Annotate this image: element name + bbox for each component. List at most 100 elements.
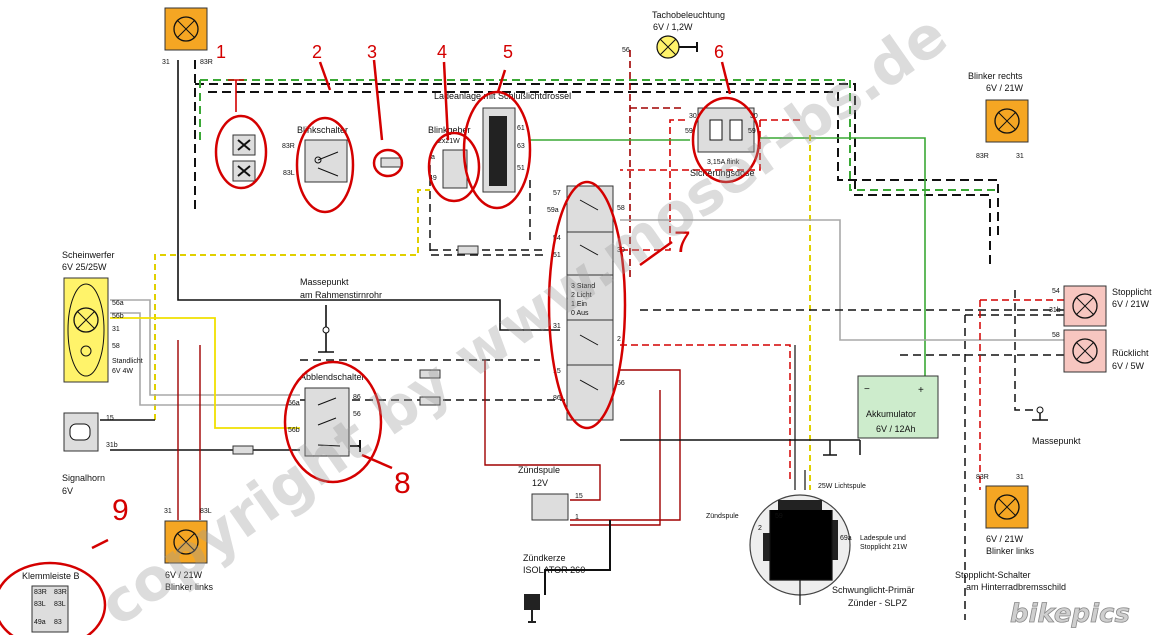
svg-text:am Rahmenstirnrohr: am Rahmenstirnrohr [300,290,382,300]
zuendspule-title: Zündspule [518,465,560,475]
lichtmaschine-title: Schwunglicht-Primär [832,585,915,595]
annotation-1: 1 [216,42,226,62]
svg-text:83: 83 [54,619,62,626]
svg-text:ISOLATOR 260: ISOLATOR 260 [523,565,585,575]
blinker-front-right: 31 83R [162,7,213,66]
svg-text:15: 15 [106,415,114,422]
svg-text:86: 86 [553,395,561,402]
svg-text:6V / 21W: 6V / 21W [1112,299,1150,309]
svg-text:15: 15 [553,368,561,375]
tacho-lamp: Tachobeleuchtung 6V / 1,2W 56 [622,10,725,59]
annotation-7: 7 [674,226,691,259]
wire-black-left [177,60,560,331]
blinkschalter: Blinkschalter 83R 83L [282,125,348,183]
svg-text:Stopplicht-Schalter: Stopplicht-Schalter [955,570,1031,580]
stopplicht-schalter: Stopplicht-Schalter am Hinterradbremssch… [955,570,1066,592]
zuendkerze-title: Zündkerze [523,553,566,563]
wire-lima [794,345,806,490]
abblendschalter-title: Abblendschalter [300,372,365,382]
svg-text:56: 56 [617,380,625,387]
svg-text:25W Lichtspule: 25W Lichtspule [818,483,866,490]
svg-text:31: 31 [112,326,120,333]
svg-text:1: 1 [575,514,579,521]
massepunkt: Massepunkt [1032,406,1081,446]
svg-text:31b: 31b [1049,307,1061,314]
svg-text:83L: 83L [200,508,212,515]
signalhorn-title: Signalhorn [62,473,105,483]
sicherungsdose: 30 59 59 30 3,15A flink Sicherungsdose [685,107,758,178]
svg-text:83R: 83R [200,59,213,66]
stopplicht: Stopplicht 6V / 21W 54 [1052,285,1152,327]
red-annotations [0,59,761,635]
ruecklicht: Rücklicht 6V / 5W 31b 58 [1049,307,1149,373]
wire-green-solid [530,137,926,395]
svg-text:2x21W: 2x21W [438,138,460,145]
svg-text:1 Ein: 1 Ein [571,301,587,308]
svg-text:69a: 69a [840,535,852,542]
annotation-circle-9 [0,561,107,635]
svg-text:63: 63 [517,143,525,150]
blinkgeber: Blinkgeber 2x21W a 49 [428,125,471,189]
tacho-title: Tachobeleuchtung [652,10,725,20]
taillight-bulb-icon [1072,338,1098,364]
svg-text:30: 30 [689,113,697,120]
scheinwerfer-title: Scheinwerfer [62,250,115,260]
svg-text:59: 59 [748,128,756,135]
annotation-circle-5 [462,90,532,210]
battery-plus: + [918,385,924,396]
svg-text:31: 31 [164,508,172,515]
svg-text:56: 56 [353,411,361,418]
annotation-6: 6 [714,42,724,62]
svg-text:54: 54 [1052,288,1060,295]
svg-text:am Hinterradbremsschild: am Hinterradbremsschild [966,582,1066,592]
annotation-3: 3 [367,42,377,62]
connector-3 [380,157,402,168]
svg-text:61: 61 [517,125,525,132]
annotation-circle-1 [214,114,268,190]
svg-text:0 Aus: 0 Aus [571,310,589,317]
svg-text:31: 31 [162,59,170,66]
blinker-rechts: Blinker rechts 6V / 21W 83R 31 [968,71,1029,160]
annotation-2: 2 [312,42,322,62]
annotation-circle-2 [295,116,355,214]
annotation-circle-4 [427,131,481,203]
battery-minus: − [864,384,870,395]
scheinwerfer: Scheinwerfer 6V 25/25W 56a 56b 31 58 Sta… [62,250,143,383]
zuendkerze: Zündkerze ISOLATOR 260 [523,553,585,623]
svg-text:Stopplicht 21W: Stopplicht 21W [860,544,907,551]
blinkschalter-title: Blinkschalter [297,125,348,135]
wire-kerze [544,520,611,595]
zuendschloss: 57 59a 58 54 30 51 31 2 15 56 3 Stand 2 … [547,185,625,421]
svg-text:6V / 21W: 6V / 21W [986,534,1024,544]
wire-yellow [154,135,811,490]
svg-text:58: 58 [617,205,625,212]
svg-text:6V 25/25W: 6V 25/25W [62,262,107,272]
svg-text:57: 57 [553,190,561,197]
svg-text:56a: 56a [288,400,300,407]
blinker-bulb-icon [173,529,199,555]
svg-text:83R: 83R [34,589,47,596]
tacho-spec: 6V / 1,2W [653,22,693,32]
svg-text:6V / 12Ah: 6V / 12Ah [876,424,916,434]
svg-text:12V: 12V [532,478,548,488]
ruecklicht-title: Rücklicht [1112,348,1149,358]
svg-text:83L: 83L [54,601,66,608]
svg-text:3 Stand: 3 Stand [571,283,595,290]
svg-text:83L: 83L [34,601,46,608]
wire-rear [640,290,1070,620]
svg-text:83R: 83R [976,474,989,481]
svg-text:51: 51 [553,252,561,259]
svg-text:Standlicht: Standlicht [112,358,143,365]
svg-text:86: 86 [353,394,361,401]
blinkgeber-title: Blinkgeber [428,125,471,135]
horn-icon [69,423,91,441]
bikepics-logo: bikepics [1010,599,1130,629]
inline-connectors [232,245,479,455]
svg-text:31: 31 [1016,474,1024,481]
svg-text:Blinker links: Blinker links [165,582,214,592]
svg-text:2: 2 [758,525,762,532]
wire-battery [620,439,861,455]
svg-text:59: 59 [775,513,783,520]
svg-text:59: 59 [685,128,693,135]
